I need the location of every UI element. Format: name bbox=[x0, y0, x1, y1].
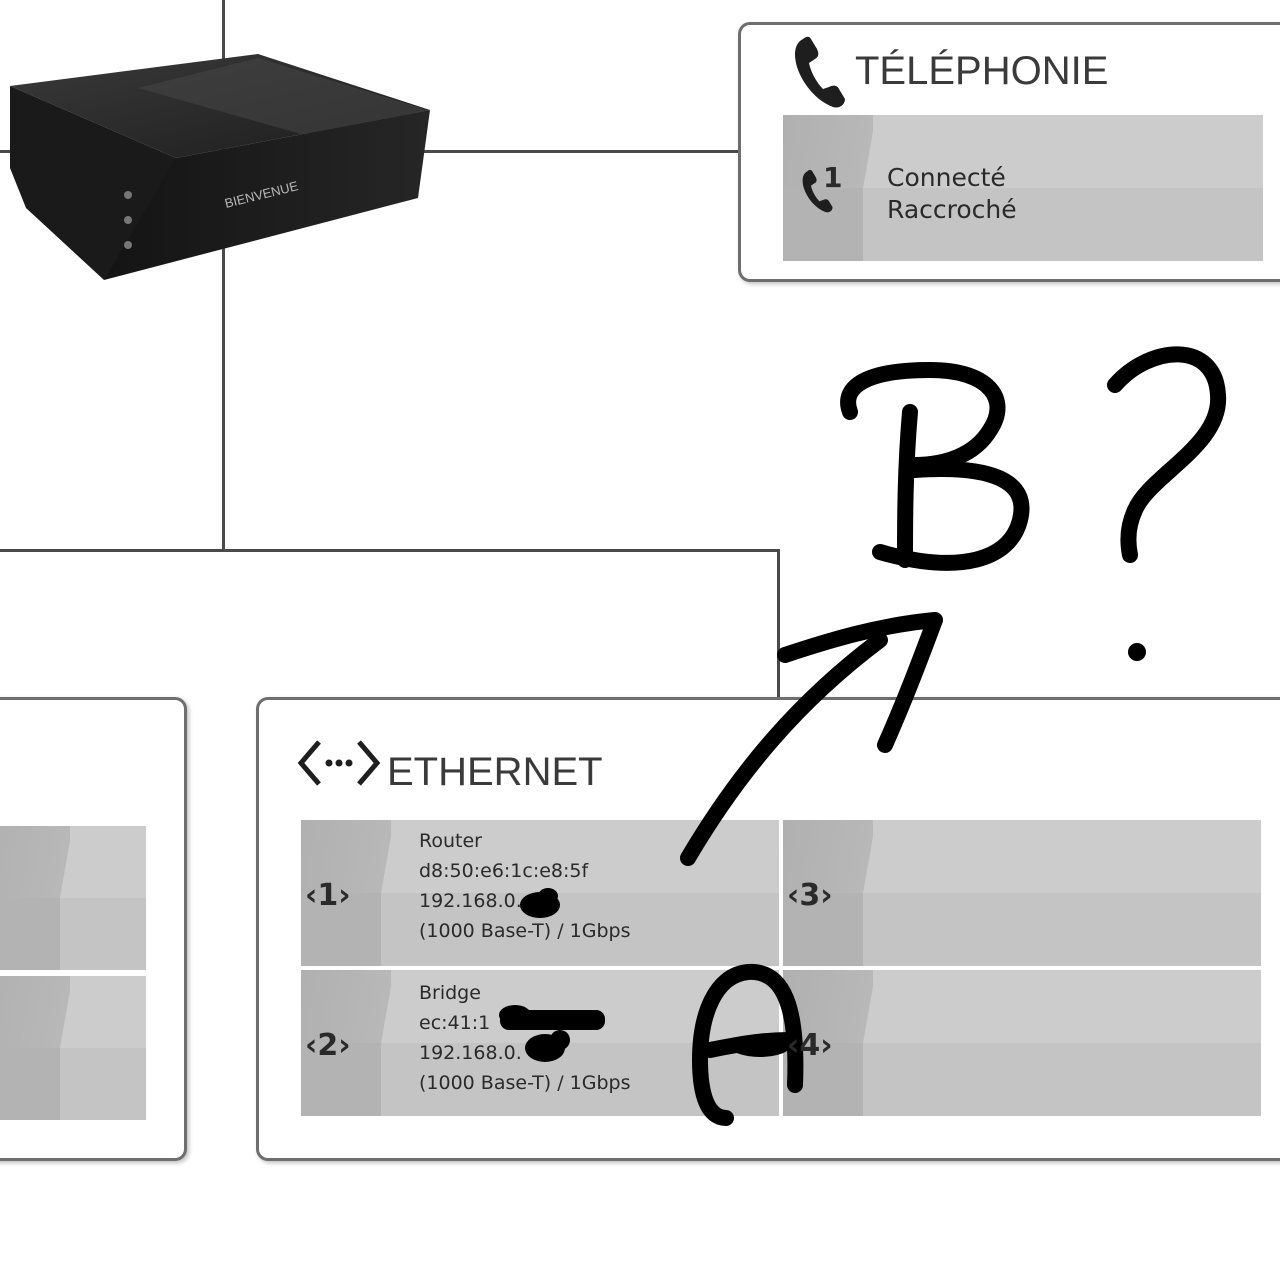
phone-line-status: Connecté bbox=[887, 163, 1006, 192]
port-1-speed: (1000 Base-T) / 1Gbps bbox=[419, 920, 631, 942]
port-2-label: ‹2› bbox=[305, 1028, 351, 1063]
phone-line-number: 1 bbox=[823, 161, 843, 194]
ethernet-title: ETHERNET bbox=[387, 750, 603, 794]
port-2-ip: 192.168.0. bbox=[419, 1042, 522, 1064]
router-device-image[interactable]: BIENVENUE bbox=[8, 48, 438, 288]
port-2-speed: (1000 Base-T) / 1Gbps bbox=[419, 1072, 631, 1094]
phone-icon bbox=[795, 36, 845, 108]
connector-horizontal-mid bbox=[0, 549, 780, 552]
telephony-title: TÉLÉPHONIE bbox=[855, 49, 1109, 93]
connector-to-ethernet bbox=[777, 549, 780, 699]
connector-vertical-top bbox=[222, 0, 225, 552]
ethernet-port-4[interactable]: ‹4› bbox=[783, 970, 1261, 1116]
ethernet-port-1[interactable]: ‹1› Router d8:50:e6:1c:e8:5f 192.168.0. … bbox=[301, 820, 779, 966]
left-panel-row-2 bbox=[0, 976, 146, 1120]
label-b-drawing bbox=[840, 346, 1227, 571]
ethernet-port-2[interactable]: ‹2› Bridge ec:41:1 192.168.0. (1000 Base… bbox=[301, 970, 779, 1116]
label-b-question-dot bbox=[1128, 643, 1146, 661]
port-2-device-name: Bridge bbox=[419, 982, 481, 1004]
ethernet-panel: ETHERNET ‹1› Router d8:50:e6:1c:e8:5f 19… bbox=[256, 697, 1280, 1161]
telephony-panel: TÉLÉPHONIE 1 Connecté Raccroché bbox=[738, 22, 1280, 282]
port-2-mac: ec:41:1 bbox=[419, 1012, 491, 1034]
port-1-mac: d8:50:e6:1c:e8:5f bbox=[419, 860, 589, 882]
phone-line-hook-state: Raccroché bbox=[887, 195, 1017, 224]
left-panel-partial bbox=[0, 697, 187, 1161]
port-3-label: ‹3› bbox=[787, 878, 833, 913]
connector-left-stub bbox=[0, 150, 14, 153]
ethernet-port-3[interactable]: ‹3› bbox=[783, 820, 1261, 966]
port-1-device-name: Router bbox=[419, 830, 482, 852]
phone-line-icon bbox=[802, 169, 833, 213]
left-panel-row-1 bbox=[0, 826, 146, 970]
ethernet-icon bbox=[297, 740, 381, 786]
port-4-label: ‹4› bbox=[787, 1028, 833, 1063]
port-1-label: ‹1› bbox=[305, 878, 351, 913]
connector-to-telephony bbox=[420, 150, 740, 153]
phone-line-1[interactable]: 1 Connecté Raccroché bbox=[783, 115, 1263, 261]
port-1-ip: 192.168.0. bbox=[419, 890, 522, 912]
